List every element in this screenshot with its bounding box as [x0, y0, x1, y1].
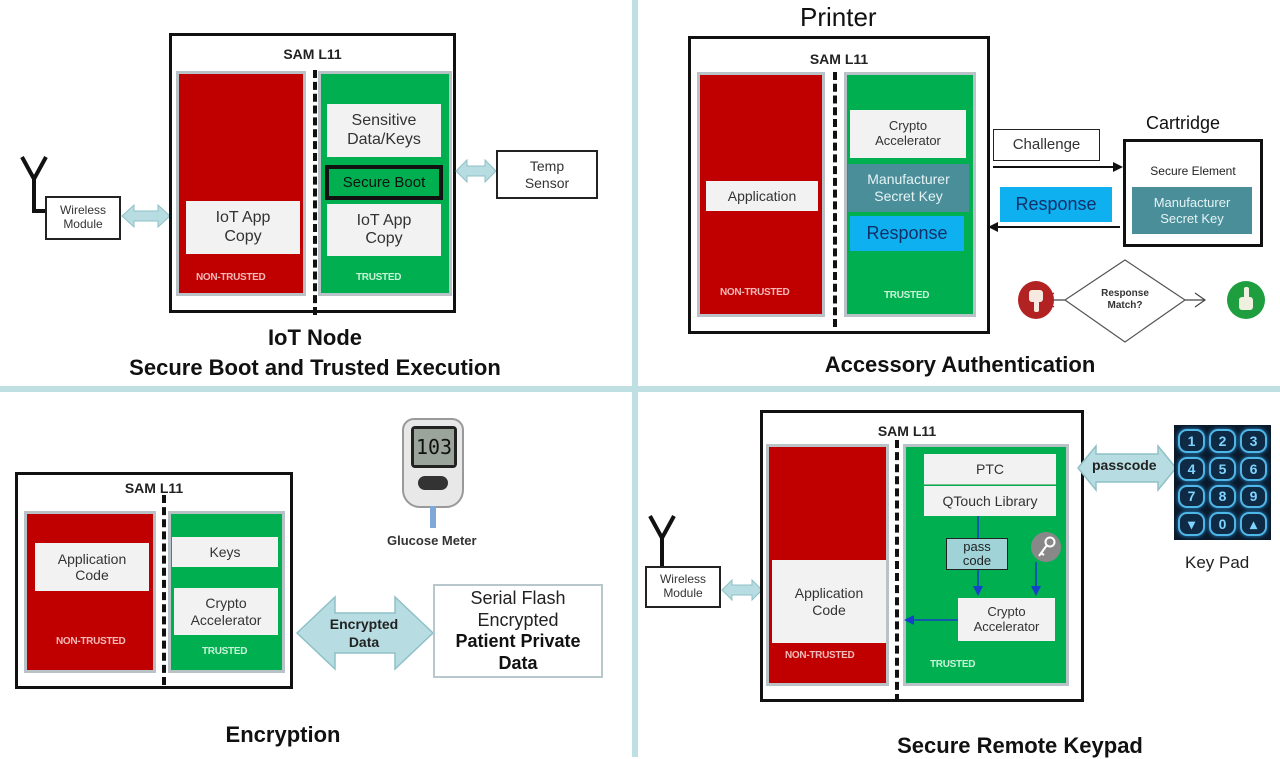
sensitive-data-keys-box: Sensitive Data/Keys — [327, 104, 441, 157]
glucose-meter-label: Glucose Meter — [387, 533, 477, 548]
secure-boot-box: Secure Boot — [325, 165, 443, 200]
printer-title: Printer — [800, 2, 877, 32]
keypad-key[interactable]: 5 — [1209, 456, 1236, 481]
chip-title: SAM L11 — [809, 51, 869, 67]
cartridge-secret-key-box: Manufacturer Secret Key — [1132, 187, 1252, 234]
keypad-key[interactable]: 4 — [1178, 456, 1205, 481]
crypto-accelerator-box: Crypto Accelerator — [958, 598, 1055, 641]
chip-title: SAM L11 — [877, 423, 937, 439]
keypad-key[interactable]: ▾ — [1178, 512, 1205, 536]
keypad-key[interactable]: 1 — [1178, 429, 1205, 453]
crypto-accelerator-box: Crypto Accelerator — [850, 110, 966, 158]
non-trusted-label: NON-TRUSTED — [56, 636, 126, 647]
trust-boundary-line — [162, 495, 166, 685]
manufacturer-secret-key-box: Manufacturer Secret Key — [848, 164, 969, 212]
quadrant-divider-horizontal — [0, 386, 1280, 392]
bidirectional-arrow — [121, 203, 171, 229]
wireless-module-box: Wireless Module — [45, 196, 121, 240]
serial-flash-line1: Serial Flash — [470, 588, 566, 608]
crypto-accelerator-box: Crypto Accelerator — [174, 588, 278, 635]
keypad-key[interactable]: 7 — [1178, 484, 1205, 509]
response-box-inner: Response — [850, 216, 964, 251]
keypad-key[interactable]: 9 — [1240, 484, 1267, 509]
keypad-key[interactable]: 2 — [1209, 429, 1236, 453]
trusted-label: TRUSTED — [930, 659, 976, 670]
glucose-display: 103 — [411, 426, 457, 468]
trusted-label: TRUSTED — [884, 290, 930, 301]
chip-title: SAM L11 — [124, 480, 184, 496]
non-trusted-label: NON-TRUSTED — [720, 287, 790, 298]
caption-accessory-authentication: Accessory Authentication — [824, 352, 1096, 377]
trusted-label: TRUSTED — [202, 646, 248, 657]
application-box: Application — [706, 181, 818, 211]
serial-flash-line4: Data — [498, 652, 538, 673]
key-icon — [1031, 532, 1061, 562]
keys-box: Keys — [172, 537, 278, 567]
caption-secure-boot: Secure Boot and Trusted Execution — [129, 355, 501, 380]
trust-boundary-line — [313, 70, 317, 315]
encrypted-data-label: Encrypted Data — [329, 616, 399, 651]
cartridge-title: Cartridge — [1146, 113, 1221, 133]
antenna-icon — [648, 515, 676, 570]
chip-title: SAM L11 — [283, 46, 342, 62]
keypad-key[interactable]: 0 — [1209, 512, 1236, 536]
keypad-label: Key Pad — [1185, 553, 1250, 572]
bidirectional-arrow — [721, 578, 763, 602]
keypad-key[interactable]: 8 — [1209, 484, 1236, 509]
non-trusted-zone — [24, 511, 156, 673]
non-trusted-zone — [176, 71, 306, 296]
keypad-key[interactable]: 6 — [1240, 456, 1267, 481]
trust-boundary-line — [895, 440, 899, 702]
trust-boundary-line — [833, 72, 837, 327]
caption-secure-remote-keypad: Secure Remote Keypad — [897, 733, 1143, 758]
bidirectional-arrow — [455, 158, 497, 184]
antenna-icon — [20, 156, 50, 213]
qtouch-library-box: QTouch Library — [924, 486, 1056, 516]
challenge-label: Challenge — [993, 129, 1100, 161]
keypad-key[interactable]: 3 — [1240, 429, 1267, 453]
quadrant-divider-vertical — [632, 0, 638, 757]
response-match-label: Response Match? — [1101, 288, 1149, 311]
response-arrow — [988, 222, 1120, 232]
wireless-module-box: Wireless Module — [645, 566, 721, 608]
keypad-key[interactable]: ▴ — [1240, 512, 1267, 536]
challenge-arrow — [993, 162, 1123, 172]
keypad-image[interactable]: 1 2 3 4 5 6 7 8 9 ▾ 0 ▴ — [1174, 425, 1271, 540]
trusted-label: TRUSTED — [356, 272, 402, 283]
glucose-reading: 103 — [414, 429, 454, 465]
serial-flash-line3: Patient Private — [455, 631, 581, 652]
ptc-box: PTC — [924, 454, 1056, 485]
glucose-meter-image: 103 — [402, 418, 466, 528]
temp-sensor-box: Temp Sensor — [496, 150, 598, 199]
serial-flash-line2: Encrypted — [477, 609, 559, 630]
secure-element-label: Secure Element — [1150, 164, 1236, 178]
flow-arrows — [904, 516, 1041, 625]
thumbs-up-icon — [1227, 281, 1265, 319]
iot-app-copy-nontrusted: IoT App Copy — [186, 201, 300, 254]
iot-app-copy-trusted: IoT App Copy — [327, 204, 441, 256]
passcode-arrow-label: passcode — [1092, 457, 1157, 473]
passcode-box: pass code — [946, 538, 1008, 570]
application-code-box: Application Code — [35, 543, 149, 591]
caption-encryption: Encryption — [225, 722, 341, 747]
response-box-outer: Response — [1000, 187, 1112, 222]
application-code-box: Application Code — [772, 560, 886, 643]
non-trusted-label: NON-TRUSTED — [785, 650, 855, 661]
thumbs-down-icon — [1018, 281, 1054, 319]
serial-flash-box: Serial Flash Encrypted Patient Private D… — [433, 584, 603, 678]
caption-iot-node: IoT Node — [267, 325, 363, 350]
non-trusted-label: NON-TRUSTED — [196, 272, 266, 283]
